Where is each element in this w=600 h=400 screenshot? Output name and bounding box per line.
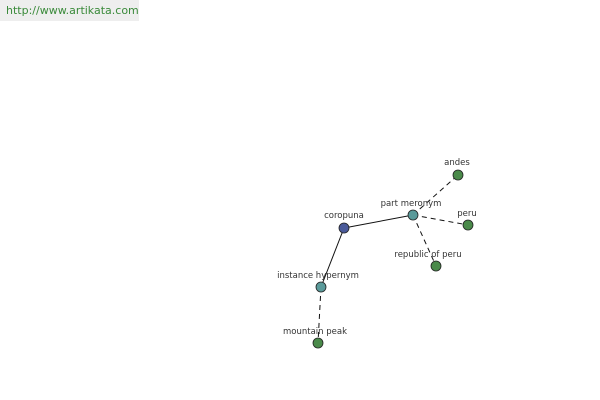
node-label: republic of peru bbox=[394, 250, 461, 260]
node-label: andes bbox=[444, 158, 470, 168]
node-coropuna[interactable]: coropuna bbox=[324, 211, 364, 234]
edge-part-meronym-to-andes bbox=[412, 174, 459, 216]
node-instance-hypernym[interactable]: instance hypernym bbox=[277, 271, 359, 293]
node-label: coropuna bbox=[324, 211, 364, 221]
node-marker[interactable] bbox=[452, 169, 464, 181]
nodes-layer: coropuna part meronym instance hypernym and… bbox=[277, 158, 477, 349]
node-marker[interactable] bbox=[407, 209, 419, 221]
edge-coropuna-to-part-meronym bbox=[343, 214, 414, 229]
node-peru[interactable]: peru bbox=[457, 209, 477, 231]
node-part-meronym[interactable]: part meronym bbox=[381, 199, 442, 221]
node-marker[interactable] bbox=[462, 219, 474, 231]
node-label: peru bbox=[457, 209, 477, 219]
node-label: instance hypernym bbox=[277, 271, 359, 281]
edge-part-meronym-to-republic-of-peru bbox=[412, 214, 437, 267]
edges-layer bbox=[317, 174, 469, 344]
node-label: part meronym bbox=[381, 199, 442, 209]
node-marker[interactable] bbox=[430, 260, 442, 272]
node-marker[interactable] bbox=[312, 337, 324, 349]
node-label: mountain peak bbox=[283, 327, 347, 337]
edge-instance-hypernym-to-mountain-peak bbox=[317, 286, 322, 344]
node-marker[interactable] bbox=[315, 281, 327, 293]
node-republic-of-peru[interactable]: republic of peru bbox=[394, 250, 462, 272]
node-marker[interactable] bbox=[338, 222, 350, 234]
node-mountain-peak[interactable]: mountain peak bbox=[283, 327, 347, 349]
source-url-banner[interactable]: http://www.artikata.com bbox=[0, 0, 139, 21]
edge-part-meronym-to-peru bbox=[412, 214, 469, 226]
edge-coropuna-to-instance-hypernym bbox=[320, 227, 345, 288]
node-andes[interactable]: andes bbox=[444, 158, 470, 181]
